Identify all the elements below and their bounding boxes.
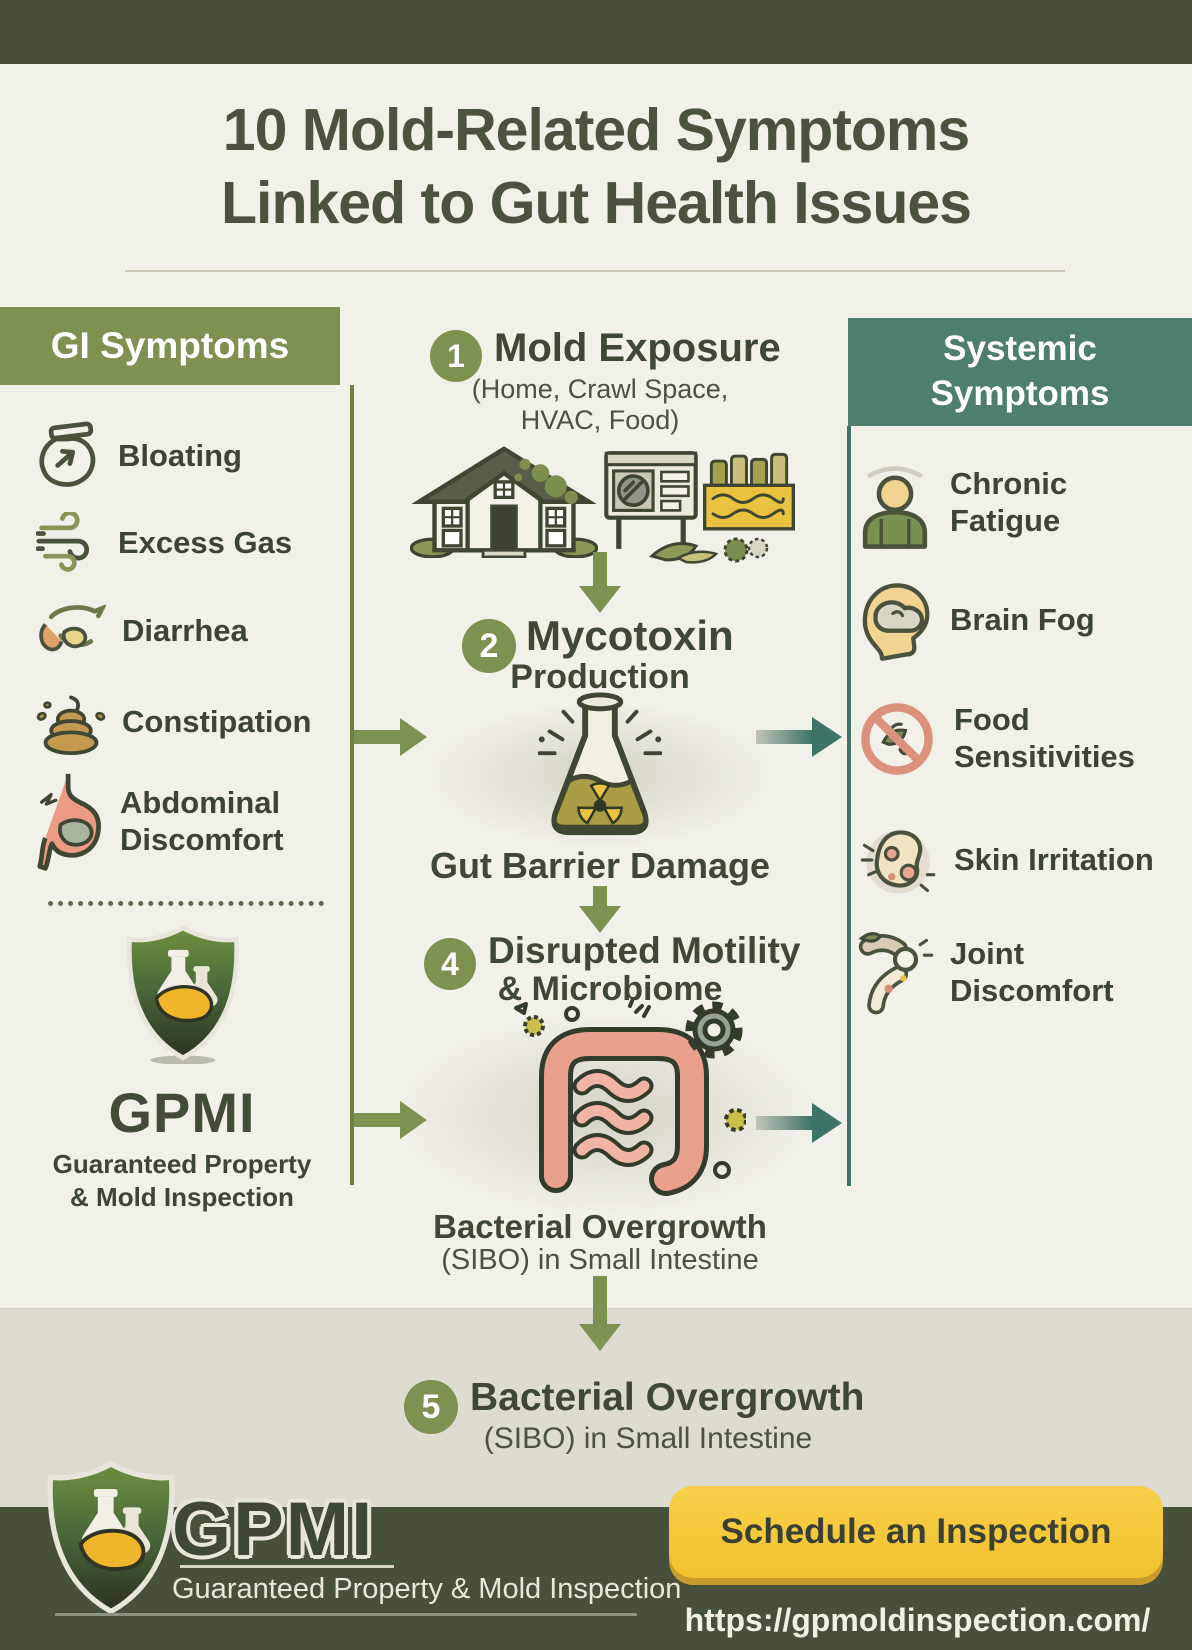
step1-title: Mold Exposure xyxy=(494,326,781,370)
poop-icon xyxy=(36,688,106,756)
gi-item-label: Constipation xyxy=(122,703,312,739)
page-title: 10 Mold-Related Symptoms Linked to Gut H… xyxy=(0,94,1192,240)
step1-subtitle-line1: (Home, Crawl Space, xyxy=(471,374,729,404)
systemic-item-joint-discomfort: Joint Discomfort xyxy=(856,920,1186,1025)
gi-to-flow-arrow-bottom xyxy=(354,1113,400,1127)
food-crate-illustration xyxy=(703,448,795,536)
footer-brand-name: GPMI xyxy=(172,1487,375,1572)
sidebar-brand-name: GPMI xyxy=(108,1081,256,1144)
top-border-band xyxy=(0,0,1192,64)
systemic-item-food-sensitivities: Food Sensitivities xyxy=(856,683,1186,795)
flow-to-systemic-arrow-top xyxy=(756,730,812,744)
gi-item-constipation: Constipation xyxy=(36,676,348,768)
step2-number-badge: 2 xyxy=(462,619,516,673)
footer-brand-underline xyxy=(180,1565,394,1568)
gi-item-label: Excess Gas xyxy=(118,524,293,560)
flow-to-systemic-arrowhead-top xyxy=(812,717,842,757)
gi-to-flow-arrowhead-bottom xyxy=(400,1101,427,1139)
gi-panel-dotted-divider xyxy=(48,901,324,906)
gas-wind-icon xyxy=(36,512,102,574)
gi-to-flow-arrowhead-top xyxy=(400,718,427,756)
step4-number-badge: 4 xyxy=(424,938,476,990)
systemic-header-line1: Systemic xyxy=(943,329,1097,369)
systemic-item-label: Brain Fog xyxy=(950,602,1095,638)
skin-icon xyxy=(856,818,938,902)
gi-symptoms-header: GI Symptoms xyxy=(0,307,340,385)
footer-divider-line xyxy=(55,1613,637,1616)
footer-gpmi-shield-logo xyxy=(45,1460,177,1618)
step5-subtitle: (SIBO) in Small Intestine xyxy=(483,1422,813,1455)
systemic-item-brain-fog: Brain Fog xyxy=(856,568,1186,673)
page-title-line2: Linked to Gut Health Issues xyxy=(221,170,972,236)
page-title-line1: 10 Mold-Related Symptoms xyxy=(222,97,970,163)
gi-item-abdominal-discomfort: Abdominal Discomfort xyxy=(36,766,348,878)
footer-url-link[interactable]: https://gpmoldinspection.com/ xyxy=(684,1602,1151,1638)
gi-panel-border-line xyxy=(350,385,354,1185)
flow-arrow-2 xyxy=(593,886,607,906)
flow-arrowhead-3 xyxy=(579,1324,621,1351)
step2-title: Mycotoxin xyxy=(526,612,734,659)
systemic-item-label: Skin Irritation xyxy=(954,841,1154,877)
systemic-panel-border-line xyxy=(847,426,851,1186)
gpmi-shield-logo xyxy=(125,924,241,1064)
flow-arrow-1 xyxy=(593,552,607,586)
schedule-inspection-button[interactable]: Schedule an Inspection xyxy=(669,1486,1163,1578)
systemic-item-label: Joint Discomfort xyxy=(950,935,1114,1008)
flow-arrow-3 xyxy=(593,1276,607,1324)
footer-tagline: Guaranteed Property & Mold Inspection xyxy=(172,1573,682,1605)
joint-icon xyxy=(856,930,934,1016)
gi-item-bloating: Bloating xyxy=(36,412,348,500)
hvac-unit-illustration xyxy=(604,447,698,553)
moldy-house-illustration xyxy=(410,440,598,558)
step5-number-badge: 5 xyxy=(404,1380,458,1434)
systemic-symptoms-header: Systemic Symptoms xyxy=(848,318,1192,426)
diarrhea-icon xyxy=(36,598,106,664)
gut-microbiome-illustration xyxy=(508,998,746,1206)
step4-caption-line1: Bacterial Overgrowth xyxy=(433,1208,767,1245)
systemic-symptoms-header-label: Systemic Symptoms xyxy=(931,327,1110,417)
flow-to-systemic-arrow-bottom xyxy=(756,1116,812,1130)
sidebar-brand-tagline: Guaranteed Property & Mold Inspection xyxy=(22,1148,342,1215)
step4-title-line2: & Microbiome xyxy=(497,970,723,1008)
gi-item-label: Abdominal Discomfort xyxy=(120,785,284,857)
head-profile-icon xyxy=(856,579,934,663)
systemic-item-label: Chronic Fatigue xyxy=(950,465,1068,538)
toxin-flask-illustration xyxy=(516,690,684,848)
step4-caption-line2: (SIBO) in Small Intestine xyxy=(441,1244,759,1276)
mold-spill-illustration xyxy=(648,532,774,564)
gi-item-diarrhea: Diarrhea xyxy=(36,588,348,674)
systemic-item-chronic-fatigue: Chronic Fatigue xyxy=(856,445,1186,560)
gi-item-label: Bloating xyxy=(118,437,242,473)
flow-arrowhead-2 xyxy=(579,906,621,933)
person-icon xyxy=(856,457,934,549)
step1-subtitle-line2: HVAC, Food) xyxy=(520,405,680,435)
gear-shape xyxy=(685,1001,743,1059)
step1-number-badge: 1 xyxy=(430,330,482,382)
step4-title-line1: Disrupted Motility xyxy=(488,930,801,971)
no-food-icon xyxy=(856,698,938,780)
sidebar-brand-tagline-line1: Guaranteed Property xyxy=(52,1149,312,1179)
gi-item-label: Diarrhea xyxy=(122,612,248,648)
systemic-header-line2: Symptoms xyxy=(930,374,1110,413)
gi-symptoms-header-label: GI Symptoms xyxy=(50,325,290,366)
step3-caption: Gut Barrier Damage xyxy=(429,845,771,886)
step5-title: Bacterial Overgrowth xyxy=(470,1376,865,1419)
flow-to-systemic-arrowhead-bottom xyxy=(812,1103,842,1143)
step2-subtitle: Production xyxy=(510,658,690,696)
title-divider xyxy=(125,270,1065,272)
gi-item-excess-gas: Excess Gas xyxy=(36,500,348,586)
stomach-icon xyxy=(36,770,104,874)
jar-icon xyxy=(36,421,102,491)
sidebar-brand-tagline-line2: & Mold Inspection xyxy=(70,1182,294,1213)
systemic-item-label: Food Sensitivities xyxy=(954,702,1135,774)
systemic-item-skin-irritation: Skin Irritation xyxy=(856,806,1186,914)
gi-to-flow-arrow-top xyxy=(354,730,400,744)
flow-arrowhead-1 xyxy=(579,586,621,613)
